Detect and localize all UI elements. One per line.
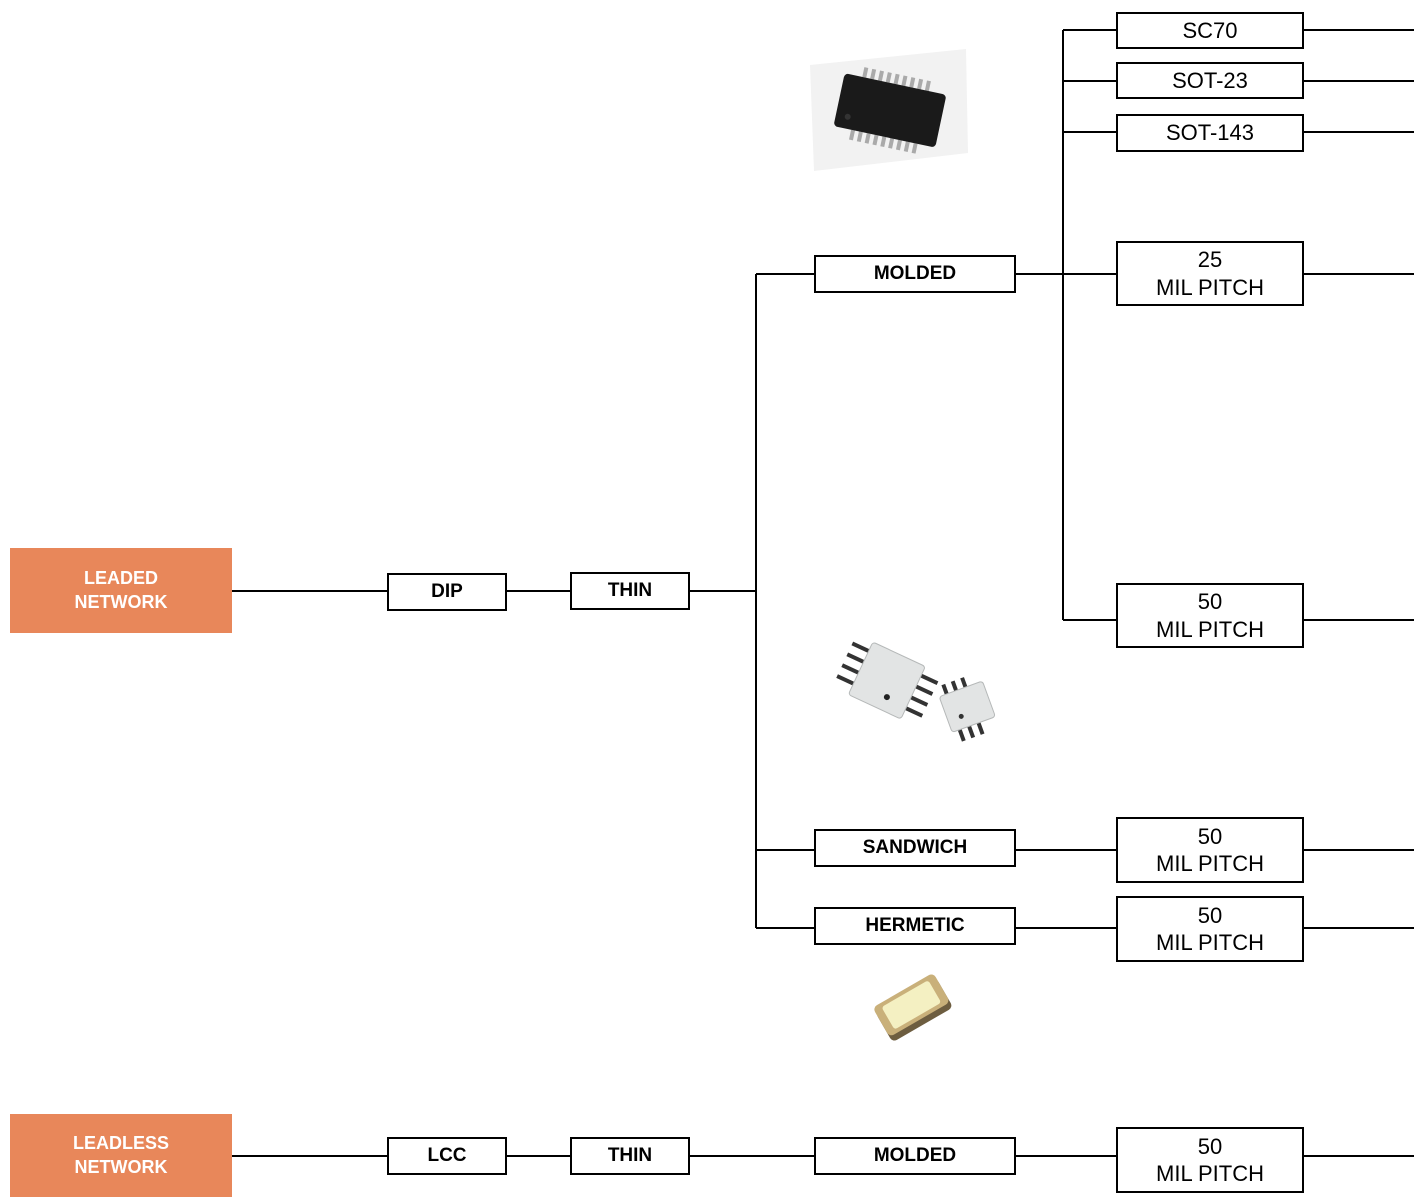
- molded-node: MOLDED: [814, 255, 1016, 293]
- lcc-node: LCC: [387, 1137, 507, 1175]
- sc70-node: SC70: [1116, 12, 1304, 49]
- molded-package-image: [806, 45, 971, 175]
- leaded-thin-node: THIN: [570, 572, 690, 610]
- hermetic-50-mil-pitch-node: 50 MIL PITCH: [1116, 896, 1304, 962]
- pitch-unit: MIL PITCH: [1156, 274, 1264, 302]
- leaded-network-label-line2: NETWORK: [75, 591, 168, 614]
- dip-node: DIP: [387, 573, 507, 611]
- leadless-50-mil-pitch-node: 50 MIL PITCH: [1116, 1127, 1304, 1193]
- pitch-value: 50: [1198, 902, 1222, 930]
- pitch-value: 25: [1198, 246, 1222, 274]
- sot143-node: SOT-143: [1116, 114, 1304, 152]
- leadless-molded-node: MOLDED: [814, 1137, 1016, 1175]
- hermetic-node: HERMETIC: [814, 907, 1016, 945]
- sandwich-node: SANDWICH: [814, 829, 1016, 867]
- pitch-unit: MIL PITCH: [1156, 616, 1264, 644]
- leadless-network-label-line2: NETWORK: [75, 1156, 168, 1179]
- pitch-value: 50: [1198, 588, 1222, 616]
- sandwich-package-image: [832, 640, 1012, 750]
- sot23-node: SOT-23: [1116, 62, 1304, 99]
- pitch-unit: MIL PITCH: [1156, 850, 1264, 878]
- hermetic-package-image: [870, 972, 955, 1044]
- pitch-unit: MIL PITCH: [1156, 1160, 1264, 1188]
- pitch-unit: MIL PITCH: [1156, 929, 1264, 957]
- pitch-value: 50: [1198, 823, 1222, 851]
- leadless-network-label-line1: LEADLESS: [73, 1132, 169, 1155]
- sandwich-50-mil-pitch-node: 50 MIL PITCH: [1116, 817, 1304, 883]
- molded-25-mil-pitch-node: 25 MIL PITCH: [1116, 241, 1304, 306]
- leaded-network-node: LEADED NETWORK: [10, 548, 232, 633]
- pitch-value: 50: [1198, 1133, 1222, 1161]
- leadless-thin-node: THIN: [570, 1137, 690, 1175]
- molded-50-mil-pitch-node: 50 MIL PITCH: [1116, 583, 1304, 648]
- leaded-network-label-line1: LEADED: [84, 567, 158, 590]
- leadless-network-node: LEADLESS NETWORK: [10, 1114, 232, 1197]
